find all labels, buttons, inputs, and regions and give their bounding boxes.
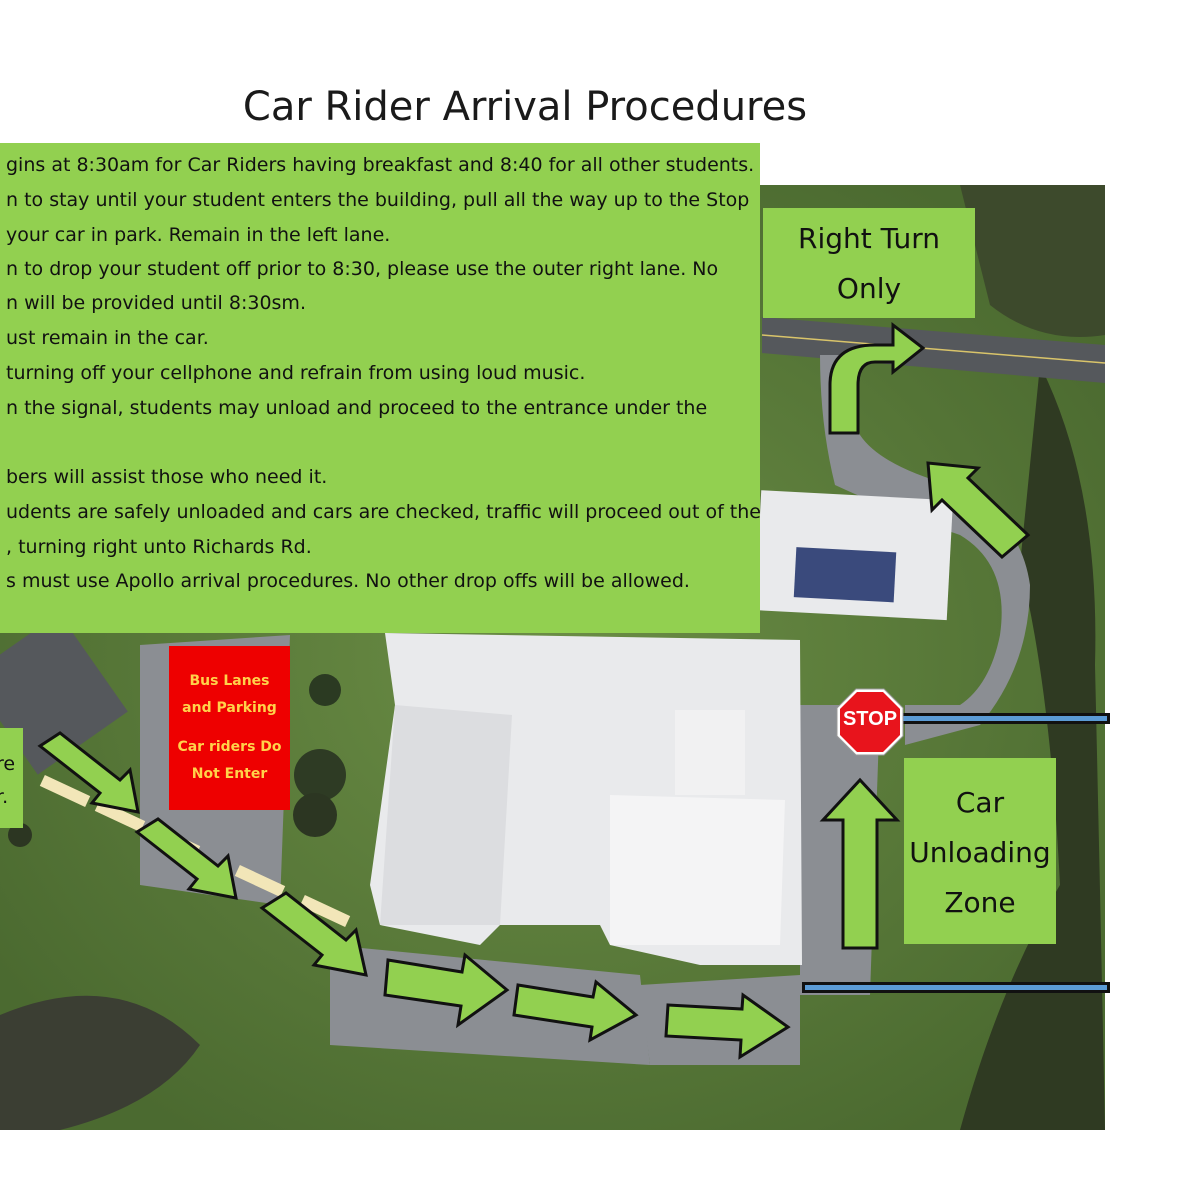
stop-sign-icon [836, 688, 904, 756]
instruction-line-8: n the signal, students may unload and pr… [6, 397, 708, 419]
direction-arrow-icon [134, 817, 238, 900]
unloading-label-line-1: Car [955, 786, 1005, 819]
bus-sign-line-3: Car riders Do [177, 739, 282, 755]
instruction-line-10: udents are safely unloaded and cars are … [6, 501, 761, 523]
instruction-line-5: n will be provided until 8:30sm. [6, 292, 306, 314]
instruction-line-6: ust remain in the car. [6, 327, 209, 349]
direction-arrow-icon [259, 891, 368, 977]
right-turn-label-line-1: Right Turn [798, 222, 940, 255]
direction-arrow-icon [512, 979, 639, 1043]
side-fragment-line-2: r. [0, 786, 9, 808]
barrier-line-bottom [802, 982, 1110, 993]
bus-sign-line-4: Not Enter [191, 766, 268, 782]
bus-sign-line-1: Bus Lanes [189, 673, 270, 689]
bus-lanes-sign: Bus Lanes and Parking Car riders Do Not … [169, 646, 290, 810]
direction-arrow-icon [37, 731, 140, 814]
instructions-panel: gins at 8:30am for Car Riders having bre… [0, 143, 761, 633]
direction-arrow-icon [664, 992, 791, 1060]
unloading-label-line-2: Unloading [909, 836, 1051, 869]
bus-sign-line-2: and Parking [182, 700, 277, 716]
page-title: Car Rider Arrival Procedures [242, 84, 808, 130]
direction-arrow-icon [383, 952, 510, 1029]
side-label-fragment: re r. [0, 728, 23, 828]
unloading-zone-label: Car Unloading Zone [904, 758, 1056, 944]
instruction-line-1: gins at 8:30am for Car Riders having bre… [6, 154, 755, 176]
unloading-label-line-3: Zone [944, 886, 1016, 919]
instruction-line-2: n to stay until your student enters the … [6, 189, 750, 211]
direction-arrow-icon [819, 777, 901, 950]
instruction-line-9: bers will assist those who need it. [6, 466, 328, 488]
instruction-line-4: n to drop your student off prior to 8:30… [6, 258, 719, 280]
stop-sign-label: STOP [842, 708, 898, 730]
side-fragment-line-1: re [0, 753, 16, 775]
direction-arrow-icon [926, 461, 1031, 560]
instruction-line-3: your car in park. Remain in the left lan… [6, 224, 391, 246]
instruction-line-11: , turning right unto Richards Rd. [6, 536, 312, 558]
instruction-line-7: turning off your cellphone and refrain f… [6, 362, 586, 384]
right-turn-arrow-icon [828, 321, 926, 435]
right-turn-label: Right Turn Only [763, 208, 975, 318]
right-turn-label-line-2: Only [836, 272, 902, 305]
instruction-line-12: s must use Apollo arrival procedures. No… [6, 570, 690, 592]
